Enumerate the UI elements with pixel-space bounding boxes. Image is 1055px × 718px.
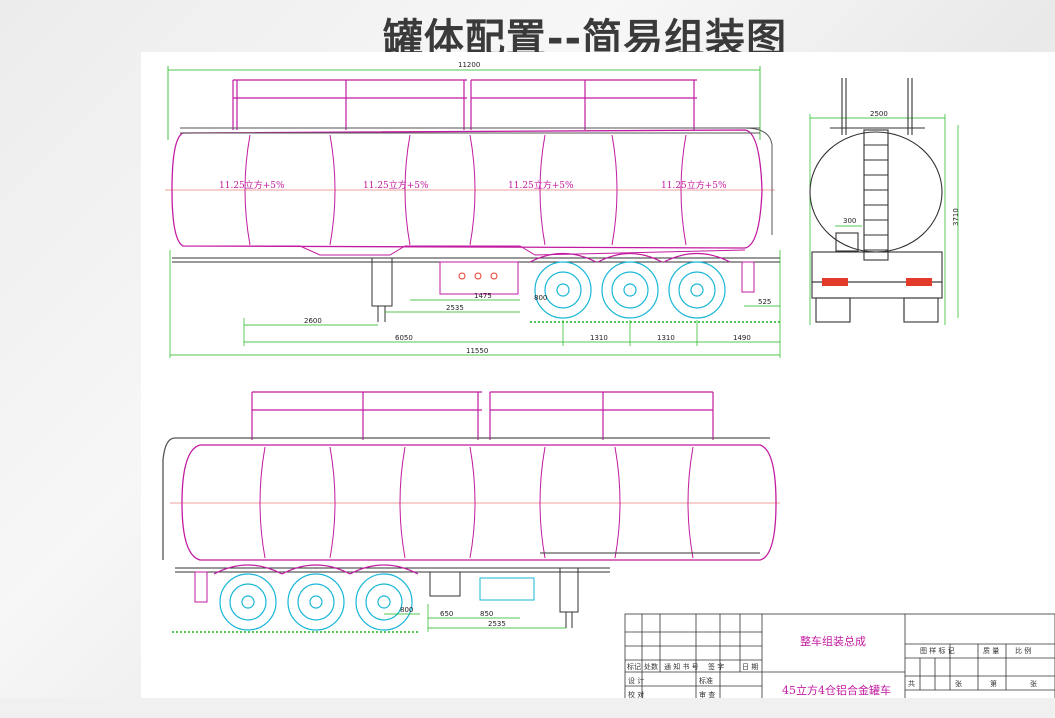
lower-dim-2535: 2535 bbox=[488, 620, 506, 628]
dim-overall-top-label: 11200 bbox=[458, 61, 480, 69]
tb-sign-header-4: 签 字 bbox=[708, 662, 724, 671]
tb-label-check: 校 对 bbox=[628, 690, 644, 698]
engineering-drawing: 11200 11.25 bbox=[162, 61, 1055, 698]
tb-row2-col2: 张 bbox=[955, 679, 962, 688]
tb-label-design: 设 计 bbox=[628, 676, 644, 685]
tb-sign-header-5: 日 期 bbox=[742, 663, 758, 671]
dim-1310-b: 1310 bbox=[657, 334, 675, 342]
tank-body bbox=[165, 127, 775, 256]
rear-tank bbox=[809, 78, 943, 323]
rear-dims-lines bbox=[809, 114, 959, 325]
top-railing bbox=[232, 79, 697, 130]
compartment-label-2: 11.25立方+5% bbox=[363, 179, 429, 191]
lower-dims-lines bbox=[384, 604, 566, 632]
rear-dim-width: 2500 bbox=[870, 110, 888, 118]
rear-lamp-right bbox=[906, 278, 932, 286]
drawing-sheet: 11200 11.25 bbox=[141, 52, 1055, 698]
tb-label-standard: 标准 bbox=[699, 676, 713, 685]
rear-lamp-left bbox=[822, 278, 848, 286]
lower-dim-850: 850 bbox=[480, 610, 493, 618]
tb-sign-header-3: 通 知 书 号 bbox=[664, 662, 699, 671]
compartment-label-4: 11.25立方+5% bbox=[661, 179, 727, 191]
tb-sign-header-2: 处数 bbox=[644, 662, 658, 671]
dim-2535: 2535 bbox=[446, 304, 464, 312]
lower-dim-800: 800 bbox=[400, 606, 413, 614]
tb-row1-col2: 质 量 bbox=[983, 646, 999, 655]
compartment-label-1: 11.25立方+5% bbox=[219, 179, 285, 191]
rear-view: 2500 300 3710 bbox=[809, 78, 960, 325]
dim-1475: 1475 bbox=[474, 292, 492, 300]
compartment-label-3: 11.25立方+5% bbox=[508, 179, 574, 191]
rear-dim-300: 300 bbox=[843, 217, 856, 225]
tb-row2-col1: 共 bbox=[908, 679, 915, 688]
wheels-side bbox=[529, 253, 731, 319]
dim-1310-a: 1310 bbox=[590, 334, 608, 342]
lower-side-view: 800 650 850 2535 bbox=[162, 391, 780, 633]
tb-row2-col3: 第 bbox=[990, 679, 997, 688]
dims-side-bottom bbox=[169, 250, 781, 358]
lower-chassis bbox=[175, 552, 760, 628]
lower-dim-650: 650 bbox=[440, 610, 453, 618]
tb-row1-col3: 比 例 bbox=[1015, 646, 1031, 655]
title-block-main-title: 整车组装总成 bbox=[800, 634, 866, 648]
bottom-bar bbox=[0, 698, 1055, 718]
tb-row1-col1: 图 样 标 记 bbox=[920, 646, 955, 655]
rear-dim-height: 3710 bbox=[952, 208, 960, 226]
title-block-product-name: 45立方4仓铝合金罐车 bbox=[782, 683, 891, 697]
side-view: 11200 11.25 bbox=[165, 61, 781, 358]
dim-525: 525 bbox=[758, 298, 771, 306]
lower-tank-body bbox=[162, 437, 780, 561]
tb-label-review: 审 查 bbox=[699, 690, 715, 698]
dim-2600: 2600 bbox=[304, 317, 322, 325]
tb-sign-header-1: 标记 bbox=[627, 662, 641, 671]
lower-railing bbox=[251, 391, 714, 440]
chassis-side bbox=[172, 257, 780, 322]
lower-wheels bbox=[213, 564, 419, 631]
tb-row2-col4: 张 bbox=[1030, 679, 1037, 688]
dim-overall-bottom: 11550 bbox=[466, 347, 488, 355]
dim-800: 800 bbox=[534, 294, 547, 302]
dim-6050: 6050 bbox=[395, 334, 413, 342]
title-block bbox=[624, 613, 1055, 698]
dim-1490: 1490 bbox=[733, 334, 751, 342]
